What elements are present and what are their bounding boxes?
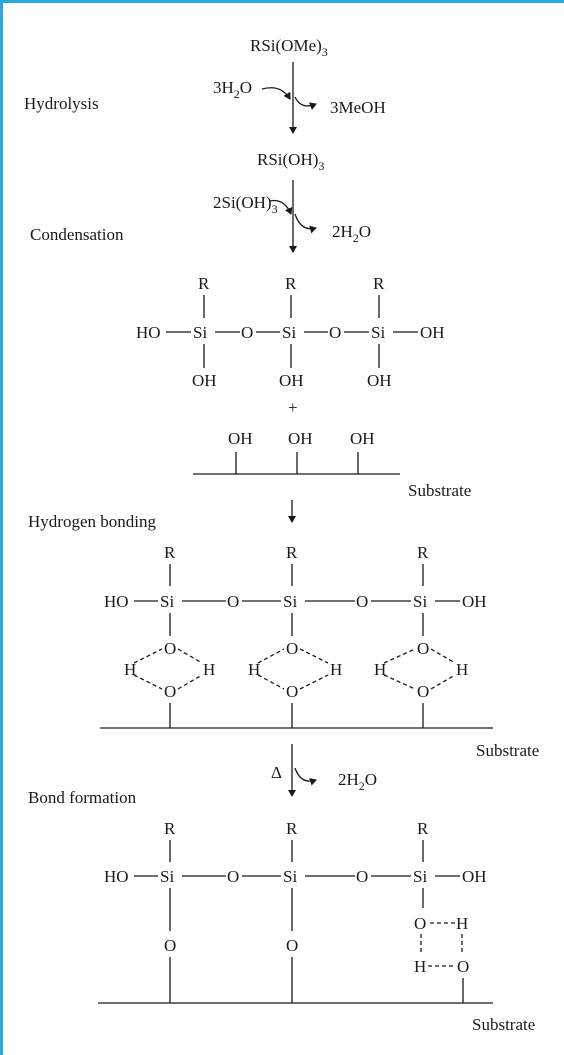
atom-h: H xyxy=(374,660,386,679)
step-label-hydrolysis: Hydrolysis xyxy=(24,94,99,113)
atom-h: H xyxy=(124,660,136,679)
atom-o: O xyxy=(286,639,298,658)
atom-oh: OH xyxy=(279,371,304,390)
substrate-label: Substrate xyxy=(408,481,471,500)
atom-o: O xyxy=(356,592,368,611)
step-label-condensation: Condensation xyxy=(30,225,124,244)
atom-h: H xyxy=(456,660,468,679)
methanol-out-arrow xyxy=(294,96,317,110)
step-label-bond-formation: Bond formation xyxy=(28,788,137,807)
atom-r: R xyxy=(373,274,385,293)
atom-ho: HO xyxy=(104,867,129,886)
reagent-water: 3H2O xyxy=(213,78,252,101)
atom-o: O xyxy=(227,867,239,886)
atom-h: H xyxy=(414,957,426,976)
covalently-bonded-layer: R R R HO Si O Si O Si OH O O O H H O xyxy=(98,819,535,1034)
atom-oh: OH xyxy=(462,592,487,611)
atom-si: Si xyxy=(283,867,297,886)
atom-r: R xyxy=(164,543,176,562)
atom-o: O xyxy=(356,867,368,886)
atom-si: Si xyxy=(193,323,207,342)
atom-oh: OH xyxy=(192,371,217,390)
atom-o: O xyxy=(414,914,426,933)
atom-ho: HO xyxy=(136,323,161,342)
atom-r: R xyxy=(417,819,429,838)
atom-o: O xyxy=(457,957,469,976)
atom-si: Si xyxy=(283,592,297,611)
atom-r: R xyxy=(286,543,298,562)
atom-oh: OH xyxy=(288,429,313,448)
plus-sign: + xyxy=(288,398,298,417)
product-water: 2H2O xyxy=(332,222,371,245)
atom-h: H xyxy=(203,660,215,679)
substrate-label: Substrate xyxy=(476,741,539,760)
product-methanol: 3MeOH xyxy=(330,98,386,117)
hydrogen-bonded-layer: R R R HO Si O Si O Si OH O O O H H H H H… xyxy=(100,543,539,760)
siloxane-oligomer: R R R HO Si O Si O Si OH OH OH OH xyxy=(136,274,445,390)
atom-h: H xyxy=(456,914,468,933)
hydroxylated-substrate: OH OH OH Substrate xyxy=(193,429,471,500)
atom-r: R xyxy=(285,274,297,293)
atom-o: O xyxy=(164,639,176,658)
atom-ho: HO xyxy=(104,592,129,611)
atom-oh: OH xyxy=(228,429,253,448)
water-out-arrow xyxy=(294,213,317,234)
atom-o: O xyxy=(227,592,239,611)
atom-o: O xyxy=(241,323,253,342)
atom-o: O xyxy=(286,682,298,701)
atom-r: R xyxy=(286,819,298,838)
silanol-in-arrow xyxy=(269,199,293,215)
reagent-silanol: 2Si(OH)3 xyxy=(213,193,278,216)
water-loss-arrow xyxy=(294,767,317,786)
atom-r: R xyxy=(417,543,429,562)
atom-r: R xyxy=(164,819,176,838)
atom-oh: OH xyxy=(350,429,375,448)
atom-oh: OH xyxy=(420,323,445,342)
atom-o: O xyxy=(329,323,341,342)
reactant-trimethoxysilane: RSi(OMe)3 xyxy=(250,36,328,59)
atom-o: O xyxy=(164,936,176,955)
atom-r: R xyxy=(198,274,210,293)
atom-si: Si xyxy=(282,323,296,342)
atom-o: O xyxy=(417,639,429,658)
atom-o: O xyxy=(286,936,298,955)
atom-oh: OH xyxy=(367,371,392,390)
water-in-arrow xyxy=(261,87,291,100)
product-water-heat: 2H2O xyxy=(338,770,377,793)
atom-si: Si xyxy=(413,867,427,886)
substrate-label: Substrate xyxy=(472,1015,535,1034)
atom-si: Si xyxy=(160,867,174,886)
atom-oh: OH xyxy=(462,867,487,886)
intermediate-silanetriol: RSi(OH)3 xyxy=(257,150,324,173)
heat-symbol: Δ xyxy=(271,763,282,782)
atom-h: H xyxy=(330,660,342,679)
atom-o: O xyxy=(417,682,429,701)
atom-si: Si xyxy=(413,592,427,611)
step-label-hydrogen-bonding: Hydrogen bonding xyxy=(28,512,156,531)
atom-o: O xyxy=(164,682,176,701)
atom-si: Si xyxy=(160,592,174,611)
atom-h: H xyxy=(248,660,260,679)
atom-si: Si xyxy=(371,323,385,342)
